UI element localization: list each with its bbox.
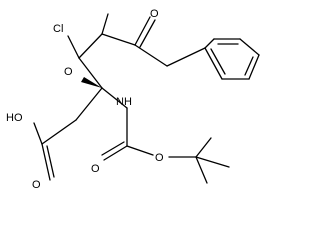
bond <box>195 137 212 158</box>
bond <box>134 44 168 67</box>
bond <box>75 87 103 121</box>
bonds <box>33 13 260 184</box>
bond <box>67 35 80 59</box>
bond <box>139 19 156 48</box>
bond <box>134 16 151 46</box>
carbamate-carbonyl-oxygen-label: O <box>91 163 100 175</box>
wedge-bond <box>81 77 102 88</box>
ketone-oxygen-top-label: O <box>150 8 159 20</box>
bond <box>101 87 128 109</box>
bond <box>244 56 254 76</box>
acid-hydroxyl-label: HO <box>6 112 23 124</box>
bond <box>41 143 51 181</box>
bond <box>204 47 223 80</box>
bond <box>195 156 208 184</box>
bond <box>103 145 128 161</box>
bond <box>78 57 103 89</box>
bond <box>204 38 215 49</box>
bond <box>126 145 154 156</box>
amine-label: NH <box>116 96 132 108</box>
bond <box>210 48 226 75</box>
bond <box>33 122 43 145</box>
chemical-structure: Cl O O HO O NH O O <box>6 8 260 191</box>
bond <box>101 13 109 35</box>
bond <box>166 47 206 67</box>
bond <box>248 54 260 80</box>
bond <box>46 145 55 178</box>
bond <box>101 33 136 46</box>
atom-labels: Cl O O HO O NH O O <box>6 8 164 191</box>
ketone-oxygen-left-label: O <box>64 66 73 78</box>
bond <box>101 141 125 156</box>
chlorine-label: Cl <box>53 23 63 35</box>
bond <box>239 38 260 56</box>
bond <box>41 119 77 145</box>
bond <box>78 33 103 59</box>
acid-carbonyl-oxygen-label: O <box>32 179 41 191</box>
ester-oxygen-label: O <box>155 152 164 164</box>
bond <box>195 156 230 168</box>
